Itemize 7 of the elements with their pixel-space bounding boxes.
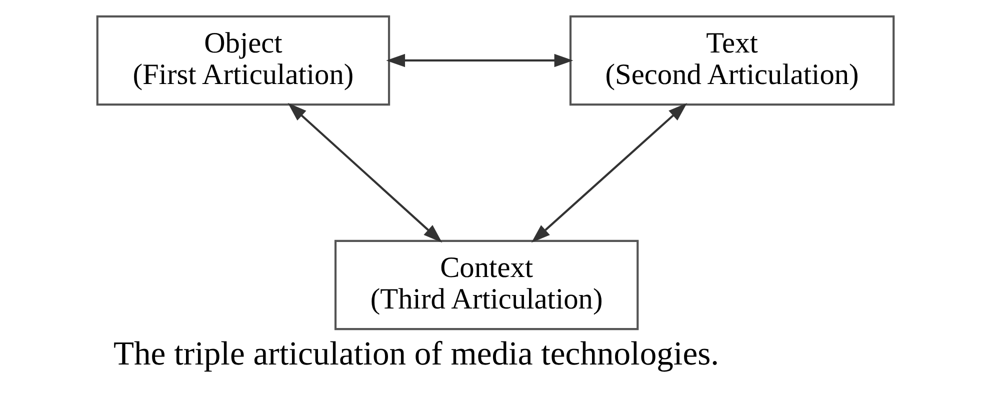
caption: The triple articulation of media technologies. <box>113 335 719 372</box>
node-box: Object (First Articulation) <box>96 15 390 106</box>
node-box: Context (Third Articulation) <box>334 240 638 330</box>
node-box: Text (Second Articulation) <box>568 15 894 106</box>
arrow <box>287 102 442 243</box>
arrow <box>530 102 687 243</box>
arrow <box>386 54 573 68</box>
